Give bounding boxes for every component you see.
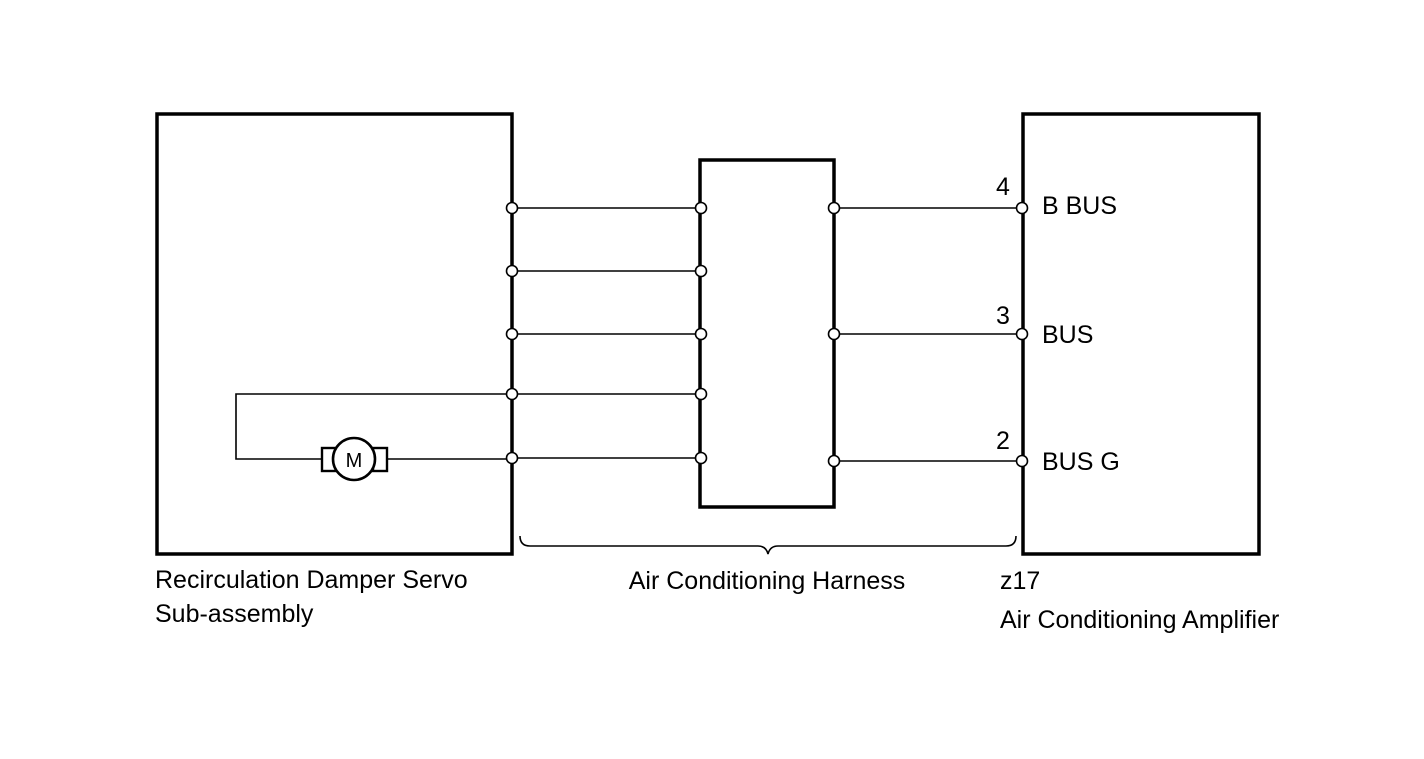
harness-brace (519, 535, 1017, 555)
motor-circuit: M (235, 393, 512, 482)
amplifier-label: Air Conditioning Amplifier (1000, 606, 1279, 634)
servo-label-line2: Sub-assembly (155, 600, 314, 628)
terminal-circle-icon (694, 387, 708, 401)
pin-number-b-bus: 4 (996, 173, 1010, 201)
terminals (505, 201, 1029, 468)
motor-icon: M (320, 436, 389, 482)
servo-box (155, 112, 514, 556)
terminal-circle-icon (1015, 327, 1029, 341)
harness-amplifier-wires (834, 207, 1023, 462)
motor-label: M (346, 450, 363, 472)
terminal-circle-icon (694, 201, 708, 215)
amplifier-connector-code: z17 (1000, 567, 1040, 595)
terminal-circle-icon (827, 454, 841, 468)
terminal-circle-icon (694, 451, 708, 465)
pin-number-bus: 3 (996, 302, 1010, 330)
terminal-circle-icon (827, 201, 841, 215)
terminal-circle-icon (505, 387, 519, 401)
terminal-circle-icon (694, 327, 708, 341)
harness-label: Air Conditioning Harness (629, 567, 906, 595)
pin-name-b-bus: B BUS (1042, 192, 1117, 220)
terminal-circle-icon (1015, 454, 1029, 468)
pin-number-bus-g: 2 (996, 427, 1010, 455)
terminal-circle-icon (694, 264, 708, 278)
terminal-circle-icon (505, 201, 519, 215)
pin-name-bus: BUS (1042, 321, 1093, 349)
terminal-circle-icon (505, 451, 519, 465)
pin-name-bus-g: BUS G (1042, 448, 1120, 476)
motor-loop-wire (235, 393, 512, 460)
terminal-circle-icon (505, 264, 519, 278)
terminal-circle-icon (827, 327, 841, 341)
terminal-circle-icon (1015, 201, 1029, 215)
terminal-circle-icon (505, 327, 519, 341)
harness-box (698, 158, 836, 509)
servo-label-line1: Recirculation Damper Servo (155, 566, 468, 594)
servo-harness-wires (512, 207, 700, 459)
